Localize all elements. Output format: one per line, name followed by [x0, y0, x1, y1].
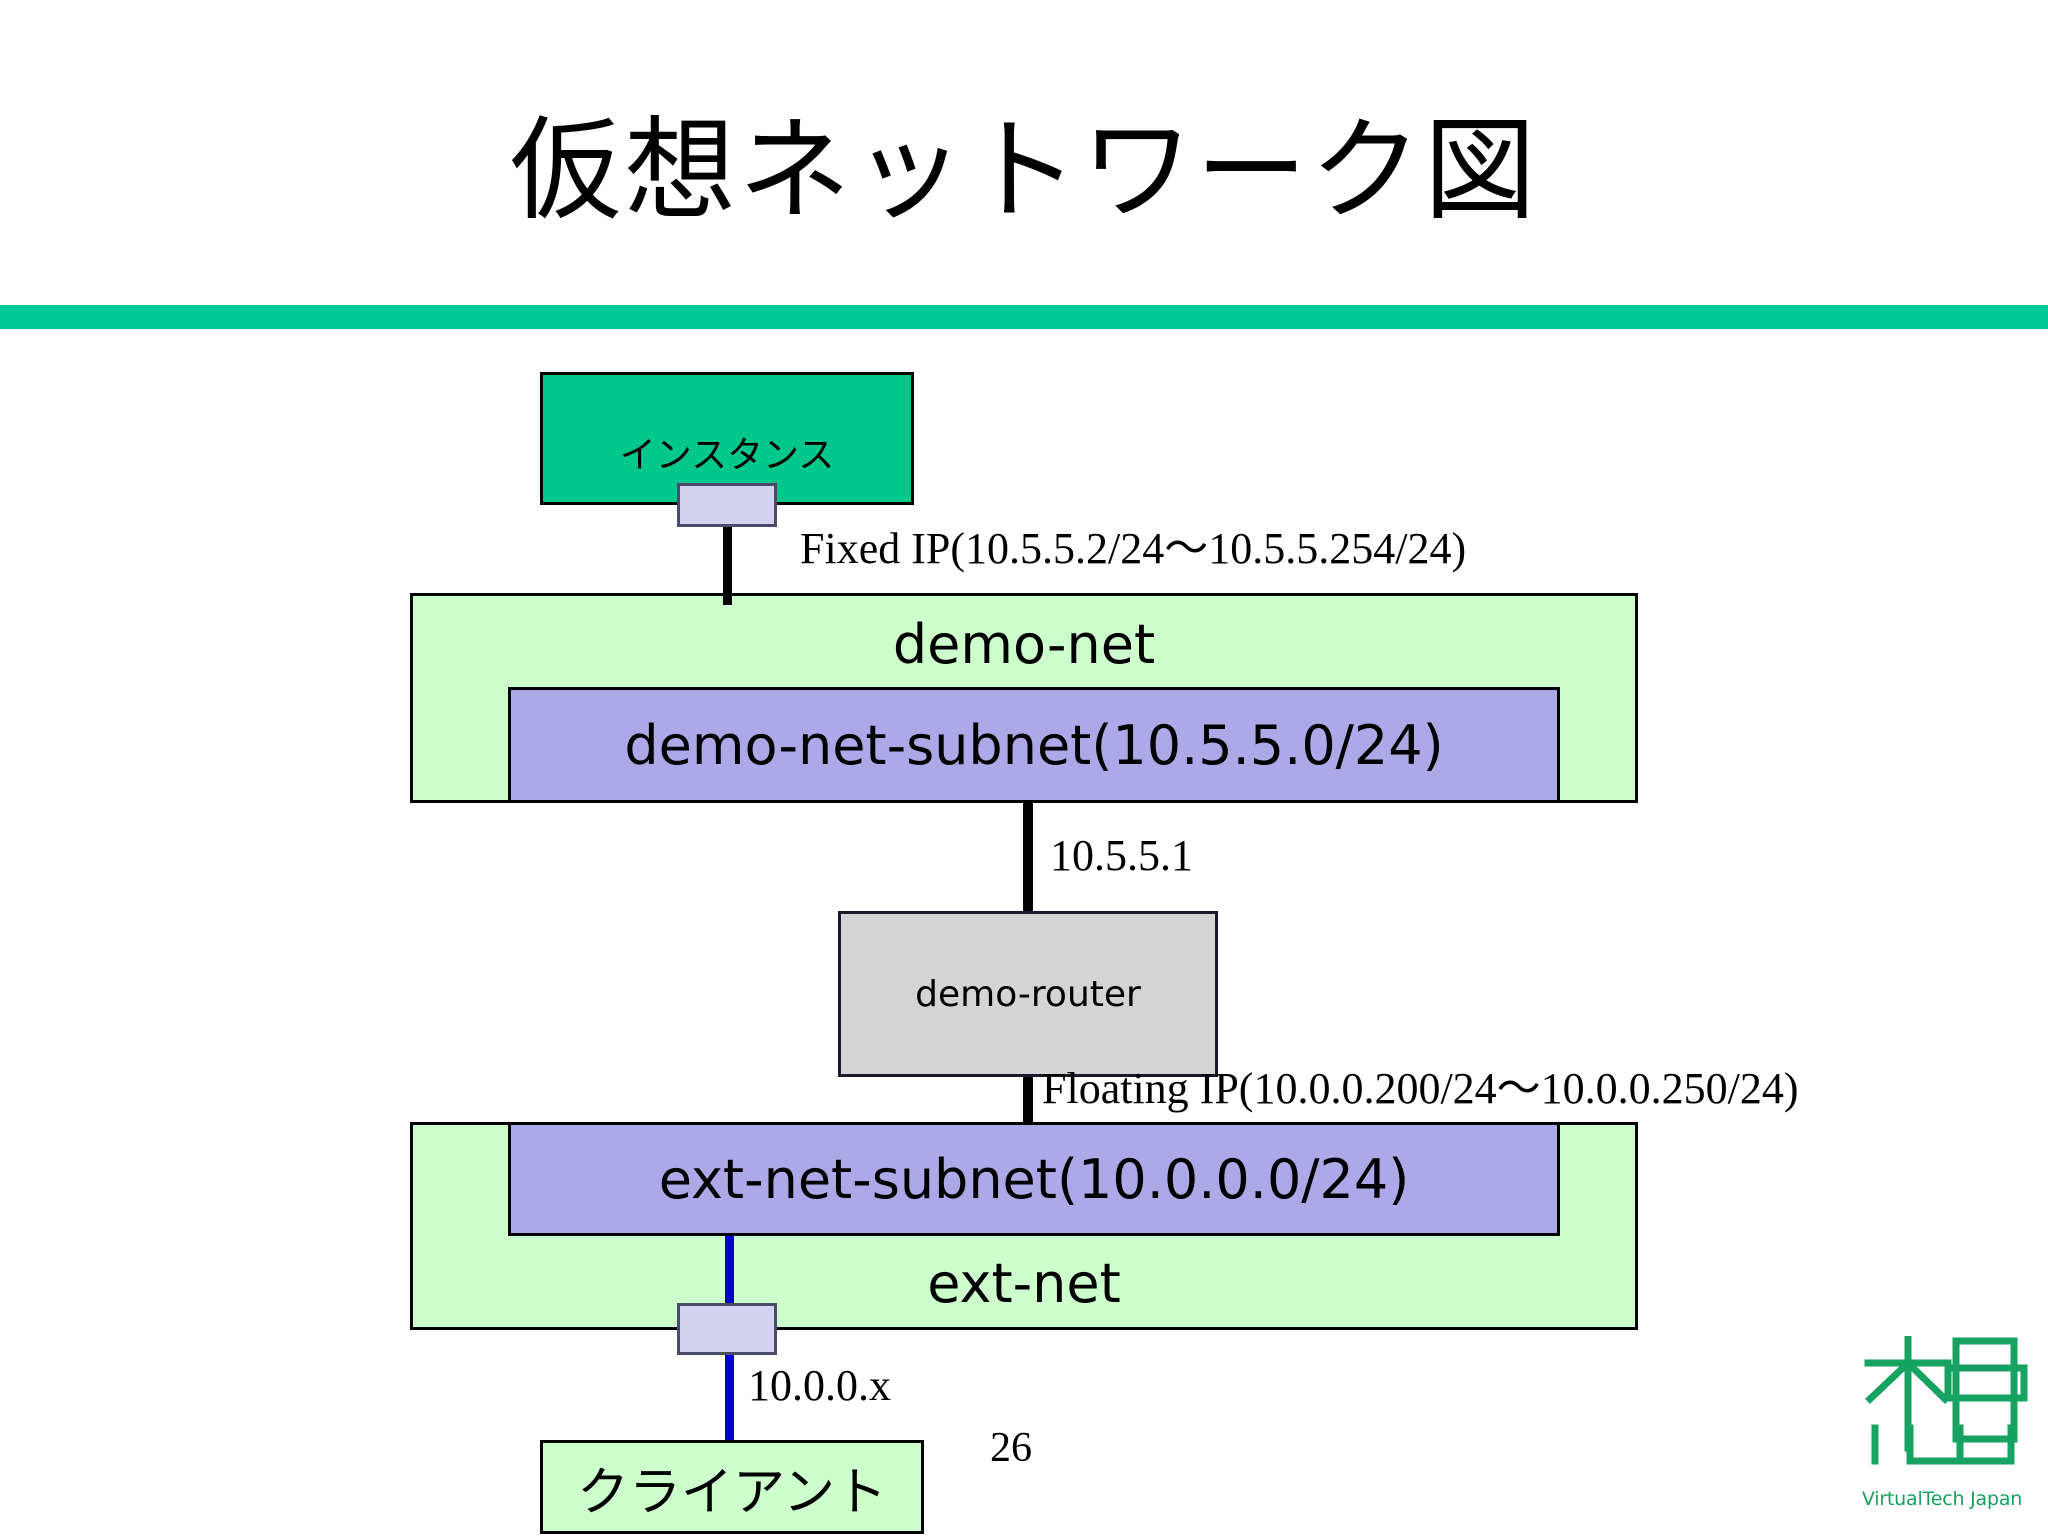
logo-mark-icon [1864, 1336, 2028, 1465]
node-demo-net-subnet: demo-net-subnet(10.5.5.0/24) [508, 687, 1560, 803]
annotation-floating-ip: Floating IP(10.0.0.200/24〜10.0.0.250/24) [1042, 1064, 1799, 1113]
annotation-client-ip: 10.0.0.x [748, 1361, 891, 1410]
link-router-to-ext-net [1023, 1074, 1033, 1126]
node-demo-router-label: demo-router [915, 973, 1141, 1015]
port-client-nic [677, 1303, 777, 1355]
annotation-fixed-ip: Fixed IP(10.5.5.2/24〜10.5.5.254/24) [800, 524, 1467, 573]
node-ext-net-subnet: ext-net-subnet(10.0.0.0/24) [508, 1122, 1560, 1236]
node-demo-net-label: demo-net [892, 613, 1156, 676]
link-instance-to-demo-net [723, 505, 732, 605]
node-demo-net-subnet-label: demo-net-subnet(10.5.5.0/24) [624, 713, 1444, 777]
node-instance: インスタンス [540, 372, 914, 505]
node-instance-label: インスタンス [619, 435, 835, 476]
node-ext-net-label: ext-net [927, 1252, 1121, 1315]
node-demo-router: demo-router [838, 911, 1218, 1077]
port-instance-vnic [677, 483, 777, 527]
node-client: クライアント [540, 1440, 924, 1534]
logo-text: VirtualTech Japan [1861, 1488, 2023, 1510]
page-title: 仮想ネットワーク図 [509, 106, 1539, 236]
link-demo-net-to-router [1023, 800, 1033, 915]
page-number: 26 [990, 1425, 1032, 1471]
node-ext-net-subnet-label: ext-net-subnet(10.0.0.0/24) [658, 1147, 1410, 1211]
virtualtech-japan-logo: VirtualTech Japan [1848, 1336, 2036, 1532]
title-divider [0, 305, 2048, 329]
annotation-router-gateway-ip: 10.5.5.1 [1050, 831, 1193, 880]
node-client-label: クライアント [577, 1462, 887, 1523]
